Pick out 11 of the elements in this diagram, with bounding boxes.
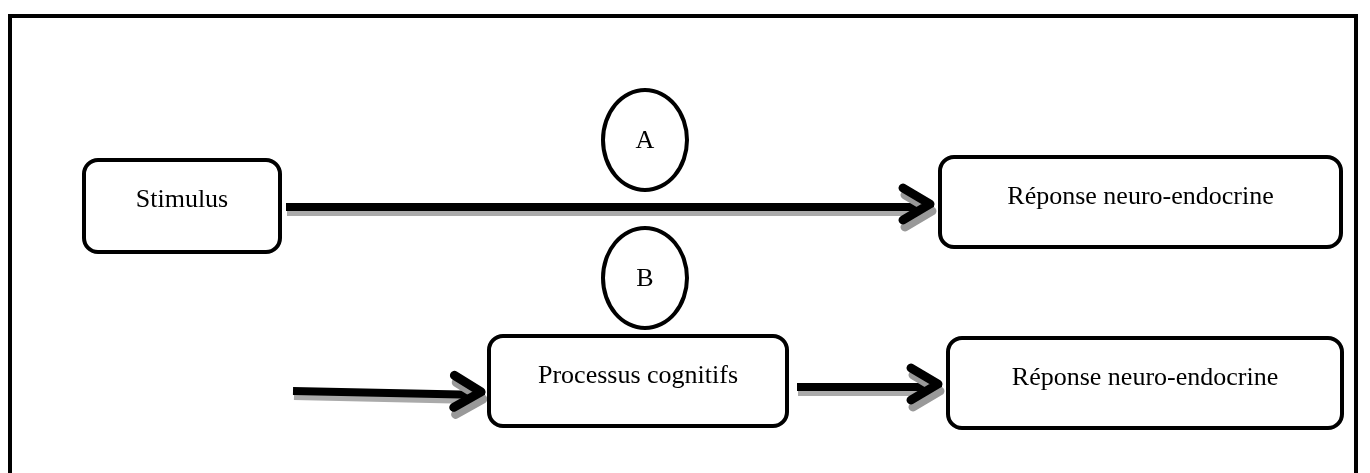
node-label: Processus cognitifs	[537, 360, 738, 390]
node-label: A	[635, 125, 655, 155]
node-label: Stimulus	[135, 184, 229, 214]
arrow	[292, 370, 488, 419]
node-label: Réponse neuro-endocrine	[1011, 362, 1279, 392]
process-box	[938, 155, 1343, 249]
process-box	[487, 334, 789, 428]
process-box	[946, 336, 1344, 430]
node-label: B	[636, 263, 654, 293]
node-label: Réponse neuro-endocrine	[1007, 181, 1274, 211]
process-box	[82, 158, 282, 254]
